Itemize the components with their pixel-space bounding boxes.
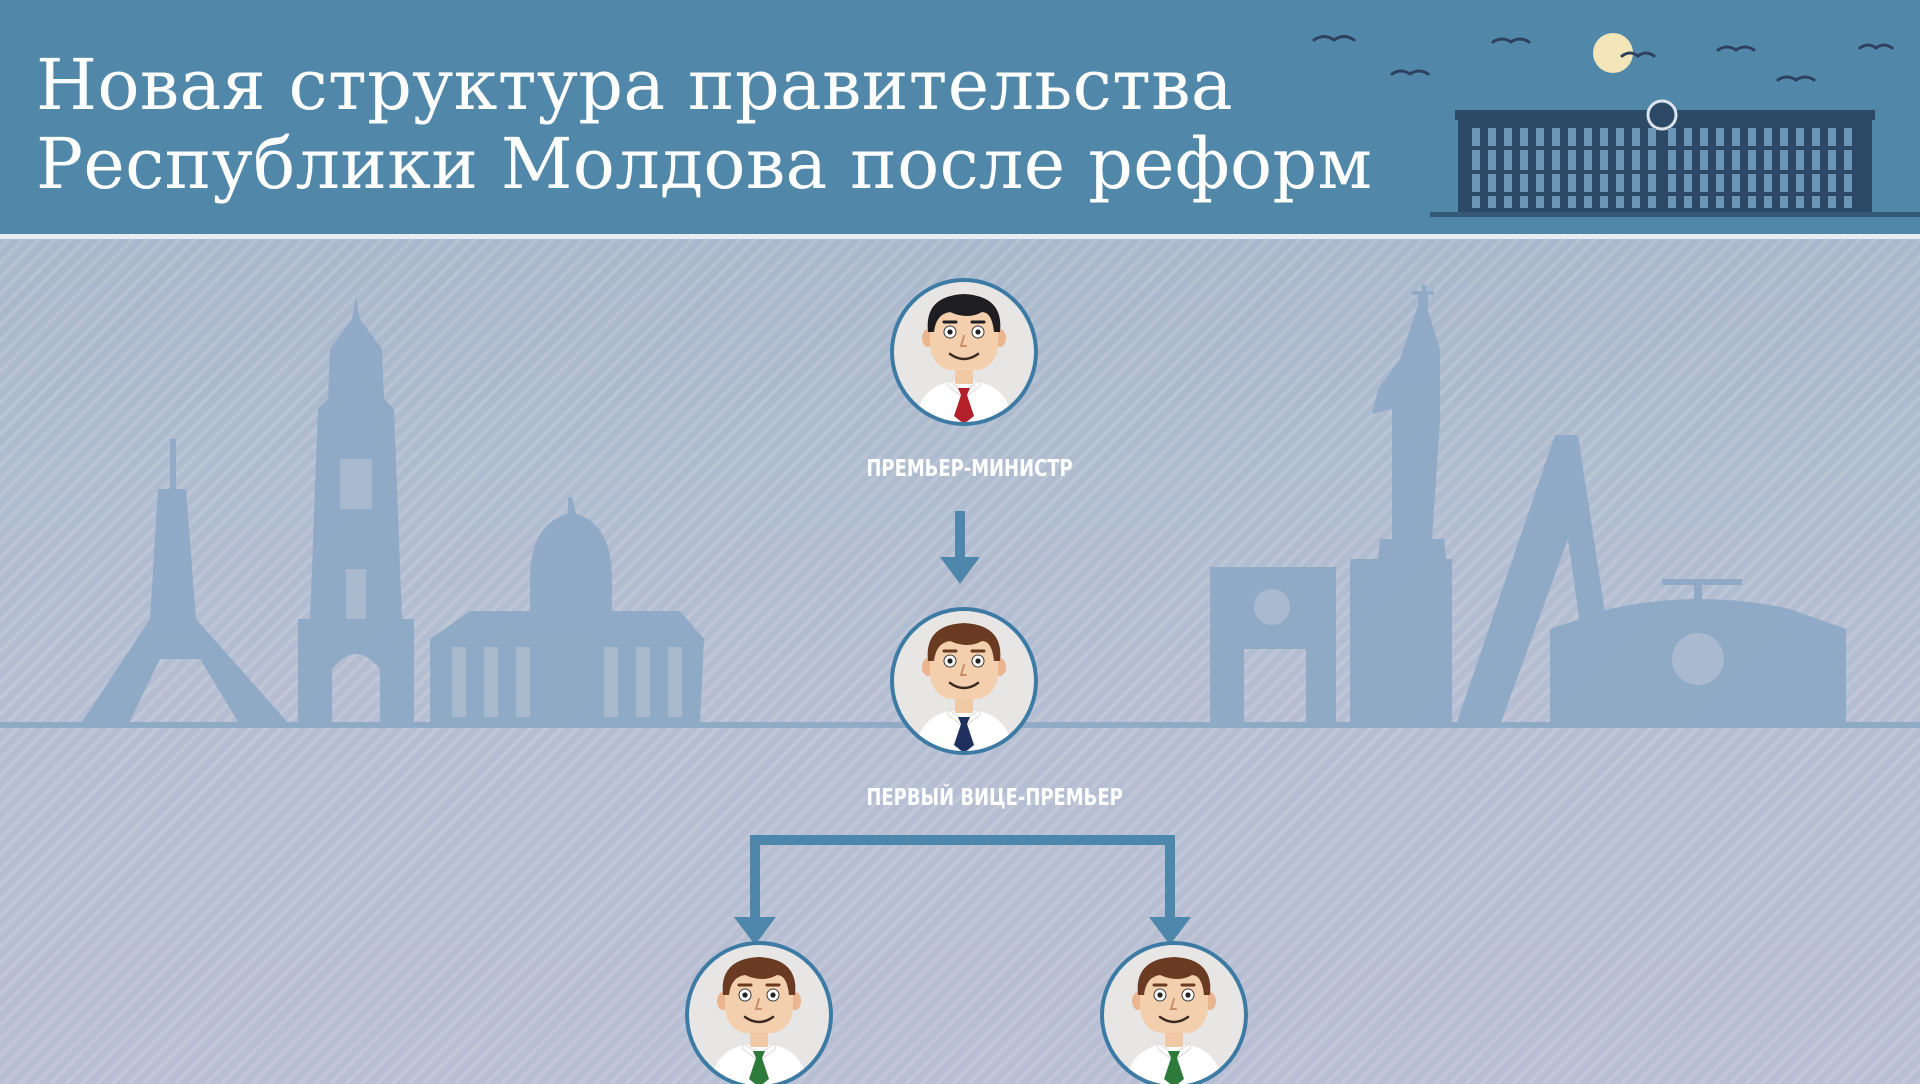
parliament-building-illustration (1312, 33, 1920, 217)
connector-first-deputy-to-deputies (750, 835, 1175, 917)
official-figure-icon (916, 294, 1012, 422)
cathedral-icon (430, 497, 704, 725)
role-label-prime-minister: ПРЕМЬЕР-МИНИСТР (866, 456, 1073, 482)
official-figure-icon (1126, 957, 1222, 1084)
header-banner: Новая структура правительства Республики… (0, 0, 1920, 234)
role-label-first-deputy-pm: ПЕРВЫЙ ВИЦЕ-ПРЕМЬЕР (866, 785, 1123, 811)
header-divider (0, 234, 1920, 239)
bell-tower-icon (298, 297, 414, 725)
birds-icon (1312, 35, 1894, 82)
moon-icon (1593, 33, 1633, 73)
page-title-line-2: Республики Молдова после реформ (36, 123, 1373, 205)
eiffel-tower-icon (80, 439, 290, 725)
arrowhead-deputy-right (1149, 917, 1191, 945)
page-title: Новая структура правительства Республики… (36, 46, 1372, 204)
diagram-area: ПРЕМЬЕР-МИНИСТР ПЕРВЫЙ ВИЦЕ-ПРЕМЬЕР (0, 239, 1920, 1084)
avatar-first-deputy-pm (890, 607, 1038, 755)
triangular-memorial-icon (1456, 435, 1622, 725)
avatar-deputy-left (685, 941, 833, 1084)
avatar-deputy-right (1100, 941, 1248, 1084)
gate-ruins-icon (1210, 567, 1336, 725)
official-figure-icon (916, 623, 1012, 751)
arrowhead-first-deputy (940, 557, 980, 584)
building-windows (1472, 128, 1852, 208)
avatar-prime-minister (890, 278, 1038, 426)
official-figure-icon (711, 957, 807, 1084)
arrowhead-deputy-left (734, 917, 776, 945)
stefan-cel-mare-monument-icon (1350, 285, 1452, 725)
page-title-line-1: Новая структура правительства (36, 44, 1233, 126)
org-chart-connectors (734, 511, 1191, 945)
